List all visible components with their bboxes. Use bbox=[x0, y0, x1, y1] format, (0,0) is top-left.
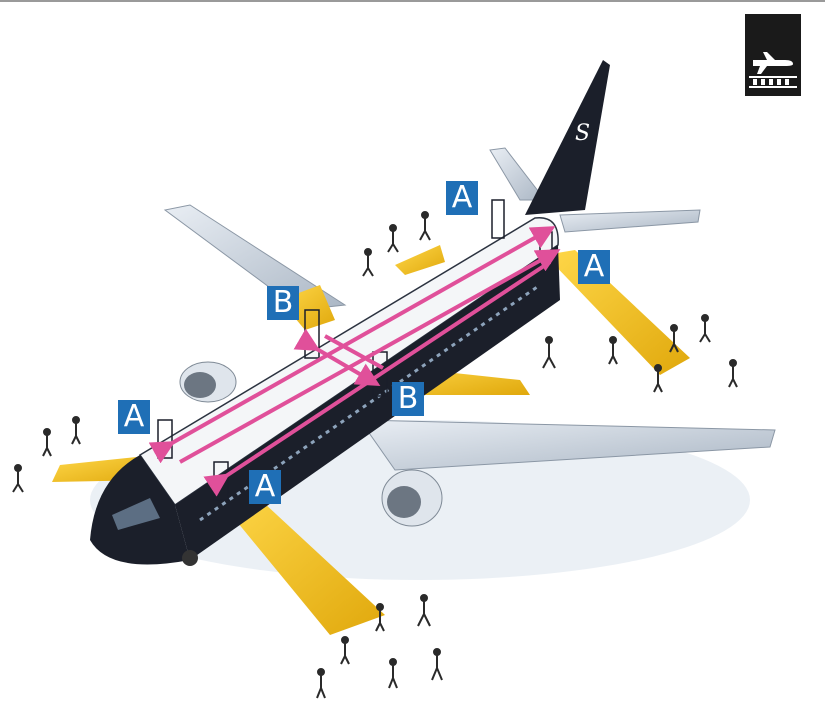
left-engine bbox=[180, 362, 236, 402]
passenger-figure bbox=[420, 212, 430, 240]
passenger-figure bbox=[13, 465, 23, 492]
passenger-figure bbox=[654, 365, 662, 392]
exit-label-rear-left: A bbox=[446, 181, 478, 215]
passenger-figure bbox=[543, 337, 555, 368]
passenger-figure bbox=[729, 360, 737, 387]
passenger-figure bbox=[363, 249, 373, 276]
passenger-figure bbox=[418, 595, 430, 626]
exit-label-rear-right: A bbox=[578, 250, 610, 284]
passenger-figure bbox=[700, 315, 710, 342]
nose-gear bbox=[182, 550, 198, 566]
landing-badge bbox=[745, 14, 801, 96]
right-stabilizer bbox=[560, 210, 700, 232]
door-rear-left bbox=[492, 200, 504, 238]
vertical-tail bbox=[525, 60, 610, 215]
tail-logo: S bbox=[575, 121, 590, 146]
passenger-figure bbox=[388, 225, 398, 252]
right-engine bbox=[382, 470, 442, 526]
passenger-figure bbox=[317, 669, 325, 698]
exit-label-front-left: A bbox=[118, 400, 150, 434]
passenger-figure bbox=[432, 649, 442, 680]
passenger-figure bbox=[72, 417, 80, 444]
passenger-figure bbox=[389, 659, 397, 688]
passenger-figure bbox=[609, 337, 617, 364]
passenger-figure bbox=[43, 429, 51, 456]
exit-label-wing-left: B bbox=[267, 286, 299, 320]
exit-label-front-right: A bbox=[249, 470, 281, 504]
slide-rear-right bbox=[545, 250, 690, 375]
slide-rear-left bbox=[395, 245, 445, 275]
exit-label-wing-right: B bbox=[392, 382, 424, 416]
passenger-figure bbox=[341, 637, 349, 664]
landing-plane-icon bbox=[745, 14, 801, 96]
